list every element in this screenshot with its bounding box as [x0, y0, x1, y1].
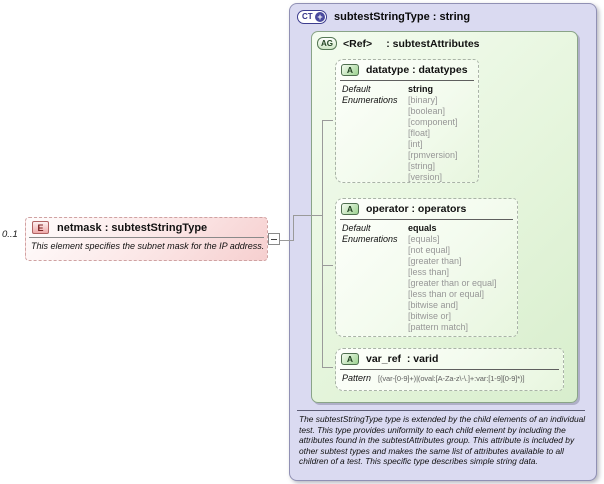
- footer-separator: [297, 410, 585, 411]
- facet-row: [pattern match]: [408, 322, 469, 332]
- attribute-group-icon: AG: [317, 37, 337, 50]
- facet-row: Pattern[(var-[0-9]+)|(oval:[A-Za-z\-\.]+…: [342, 373, 525, 383]
- facet-row: [not equal]: [408, 245, 451, 255]
- attribute-header: A operator : operators: [336, 199, 517, 219]
- attribute-separator: [340, 80, 474, 81]
- attribute-icon: A: [341, 353, 359, 365]
- collapse-handle[interactable]: [268, 233, 280, 245]
- attribute-title: datatype : datatypes: [366, 64, 468, 76]
- connector-line: [280, 240, 293, 241]
- connector-stub-varref: [322, 367, 333, 368]
- element-header: E netmask : subtestStringType: [26, 218, 267, 237]
- attribute-icon: A: [341, 203, 359, 215]
- attribute-facets: Pattern[(var-[0-9]+)|(oval:[A-Za-z\-\.]+…: [336, 370, 563, 384]
- attribute-header: A datatype : datatypes: [336, 60, 478, 80]
- attribute-group-title: : subtestAttributes: [386, 37, 480, 50]
- attribute-title: var_ref : varid: [366, 353, 439, 365]
- facet-row: [boolean]: [408, 106, 446, 116]
- attribute-separator: [340, 219, 513, 220]
- facet-row: [float]: [408, 128, 431, 138]
- complex-type-box: CT+ subtestStringType : string AG <Ref> …: [289, 3, 597, 481]
- attribute-varref-box[interactable]: A var_ref : varid Pattern[(var-[0-9]+)|(…: [335, 348, 564, 391]
- complex-type-title: subtestStringType : string: [334, 11, 471, 23]
- connector-stub-operator: [322, 265, 333, 266]
- facet-row: [rpmversion]: [408, 150, 458, 160]
- facet-row: [string]: [408, 161, 436, 171]
- element-icon: E: [32, 221, 49, 234]
- connector-line: [293, 215, 322, 216]
- connector-tree-line: [322, 120, 323, 368]
- cardinality-label: 0..1: [2, 229, 18, 240]
- element-description: This element specifies the subnet mask f…: [31, 241, 265, 251]
- attribute-group-box[interactable]: AG <Ref> : subtestAttributes A datatype …: [311, 31, 578, 403]
- element-title: netmask : subtestStringType: [57, 221, 208, 234]
- complex-type-icon-label: CT: [302, 12, 313, 21]
- facet-row: [version]: [408, 172, 443, 182]
- facet-row: [less than]: [408, 267, 450, 277]
- facet-row: Enumerations[binary]: [342, 95, 438, 105]
- attribute-header: A var_ref : varid: [336, 349, 563, 369]
- complex-type-icon: CT+: [297, 10, 327, 24]
- facet-row: [bitwise and]: [408, 300, 459, 310]
- facet-row: [greater than]: [408, 256, 462, 266]
- facet-row: [greater than or equal]: [408, 278, 497, 288]
- type-annotation-text: The subtestStringType type is extended b…: [299, 414, 586, 467]
- facet-row: [bitwise or]: [408, 311, 452, 321]
- attribute-separator: [340, 369, 559, 370]
- element-separator: [29, 237, 264, 238]
- complex-type-header[interactable]: CT+ subtestStringType : string: [297, 10, 470, 24]
- attribute-group-header: AG <Ref> : subtestAttributes: [317, 37, 480, 50]
- attribute-icon: A: [341, 64, 359, 76]
- connector-line: [293, 215, 294, 241]
- facet-row: Enumerations[equals]: [342, 234, 440, 244]
- facet-row: [int]: [408, 139, 423, 149]
- minus-icon: [271, 239, 277, 240]
- attribute-group-ref: <Ref>: [343, 37, 373, 50]
- facet-row: [component]: [408, 117, 458, 127]
- facet-row: [less than or equal]: [408, 289, 485, 299]
- element-netmask-box[interactable]: E netmask : subtestStringType This eleme…: [25, 217, 268, 261]
- attribute-title: operator : operators: [366, 203, 467, 215]
- connector-stub-datatype: [322, 120, 333, 121]
- plus-icon: +: [315, 12, 325, 22]
